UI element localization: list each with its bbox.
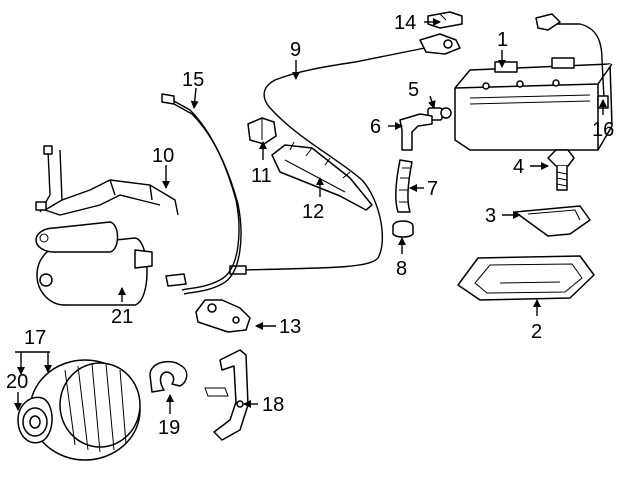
grommet	[392, 220, 414, 238]
callout-12: 12	[302, 201, 324, 223]
terminal-cover	[427, 11, 463, 29]
callout-13: 13	[279, 316, 301, 338]
callout-14: 14	[394, 12, 416, 34]
battery	[454, 57, 613, 151]
callout-8: 8	[396, 258, 407, 280]
relay-bracket	[247, 117, 277, 145]
callout-3: 3	[485, 205, 496, 227]
callout-9: 9	[290, 39, 301, 61]
ground-cable	[161, 93, 242, 295]
callout-21: 21	[111, 306, 133, 328]
mounting-bracket	[195, 299, 251, 333]
bolt	[547, 149, 575, 191]
starter-motor	[35, 221, 153, 306]
callout-2: 2	[531, 321, 542, 343]
hold-down-clamp	[514, 205, 591, 237]
callout-20: 20	[6, 371, 28, 393]
callout-19: 19	[158, 417, 180, 439]
callout-11: 11	[251, 165, 272, 187]
callout-4: 4	[513, 156, 524, 178]
callout-17: 17	[24, 327, 46, 349]
callout-16: 16	[592, 119, 614, 141]
alternator-bracket	[204, 349, 249, 441]
callout-15: 15	[182, 69, 204, 91]
callout-10: 10	[152, 145, 174, 167]
callout-labels: 1 2 3 4 5 6 7 8 9 10 11 12 13 14 15 16 1…	[6, 12, 614, 439]
vent-hose	[395, 159, 413, 213]
alternator	[17, 359, 141, 461]
cable-clip	[149, 360, 188, 393]
callout-1: 1	[497, 29, 508, 51]
callout-7: 7	[427, 178, 438, 200]
callout-18: 18	[262, 394, 284, 416]
wiring-harness	[35, 145, 179, 216]
battery-cable-long	[229, 33, 461, 275]
callout-6: 6	[370, 116, 381, 138]
vent-elbow	[399, 113, 433, 151]
callout-5: 5	[408, 79, 419, 101]
leader-lines	[14, 18, 607, 414]
battery-tray	[457, 255, 595, 301]
